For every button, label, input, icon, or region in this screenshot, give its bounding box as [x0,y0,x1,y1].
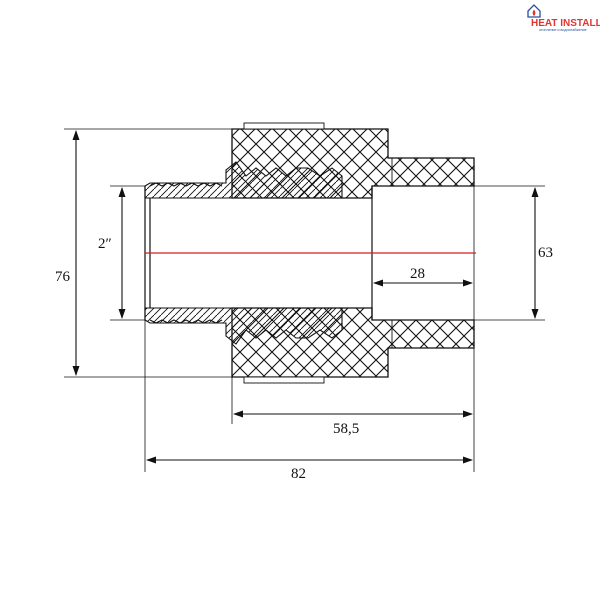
dim-label-82: 82 [291,466,306,482]
insert-top-thread [149,182,223,187]
body-bottom-band [243,376,325,384]
logo-brand: HEAT INSTALL [531,18,600,29]
body-top-band [243,122,325,130]
dimension-lines [72,130,539,464]
house-icon [527,4,541,18]
heat-install-logo: HEAT INSTALL отопление и водоснабжение [527,4,600,32]
dim-label-58-5: 58,5 [333,421,359,437]
insert-bottom-body [144,307,343,345]
extension-lines [64,128,545,472]
flame-icon [532,9,536,16]
metal-insert-top [144,161,372,199]
dim-label-28: 28 [410,266,425,282]
metal-insert-bottom [144,307,372,345]
insert-top-body [144,161,343,199]
insert-bottom-thread [149,319,223,324]
dim-label-76: 76 [55,269,71,285]
logo-tagline: отопление и водоснабжение [539,28,587,32]
dim-label-63: 63 [538,245,553,261]
dim-label-2inch: 2″ [98,236,112,252]
dimension-labels: 76 2″ 63 28 58,5 82 [55,236,553,482]
